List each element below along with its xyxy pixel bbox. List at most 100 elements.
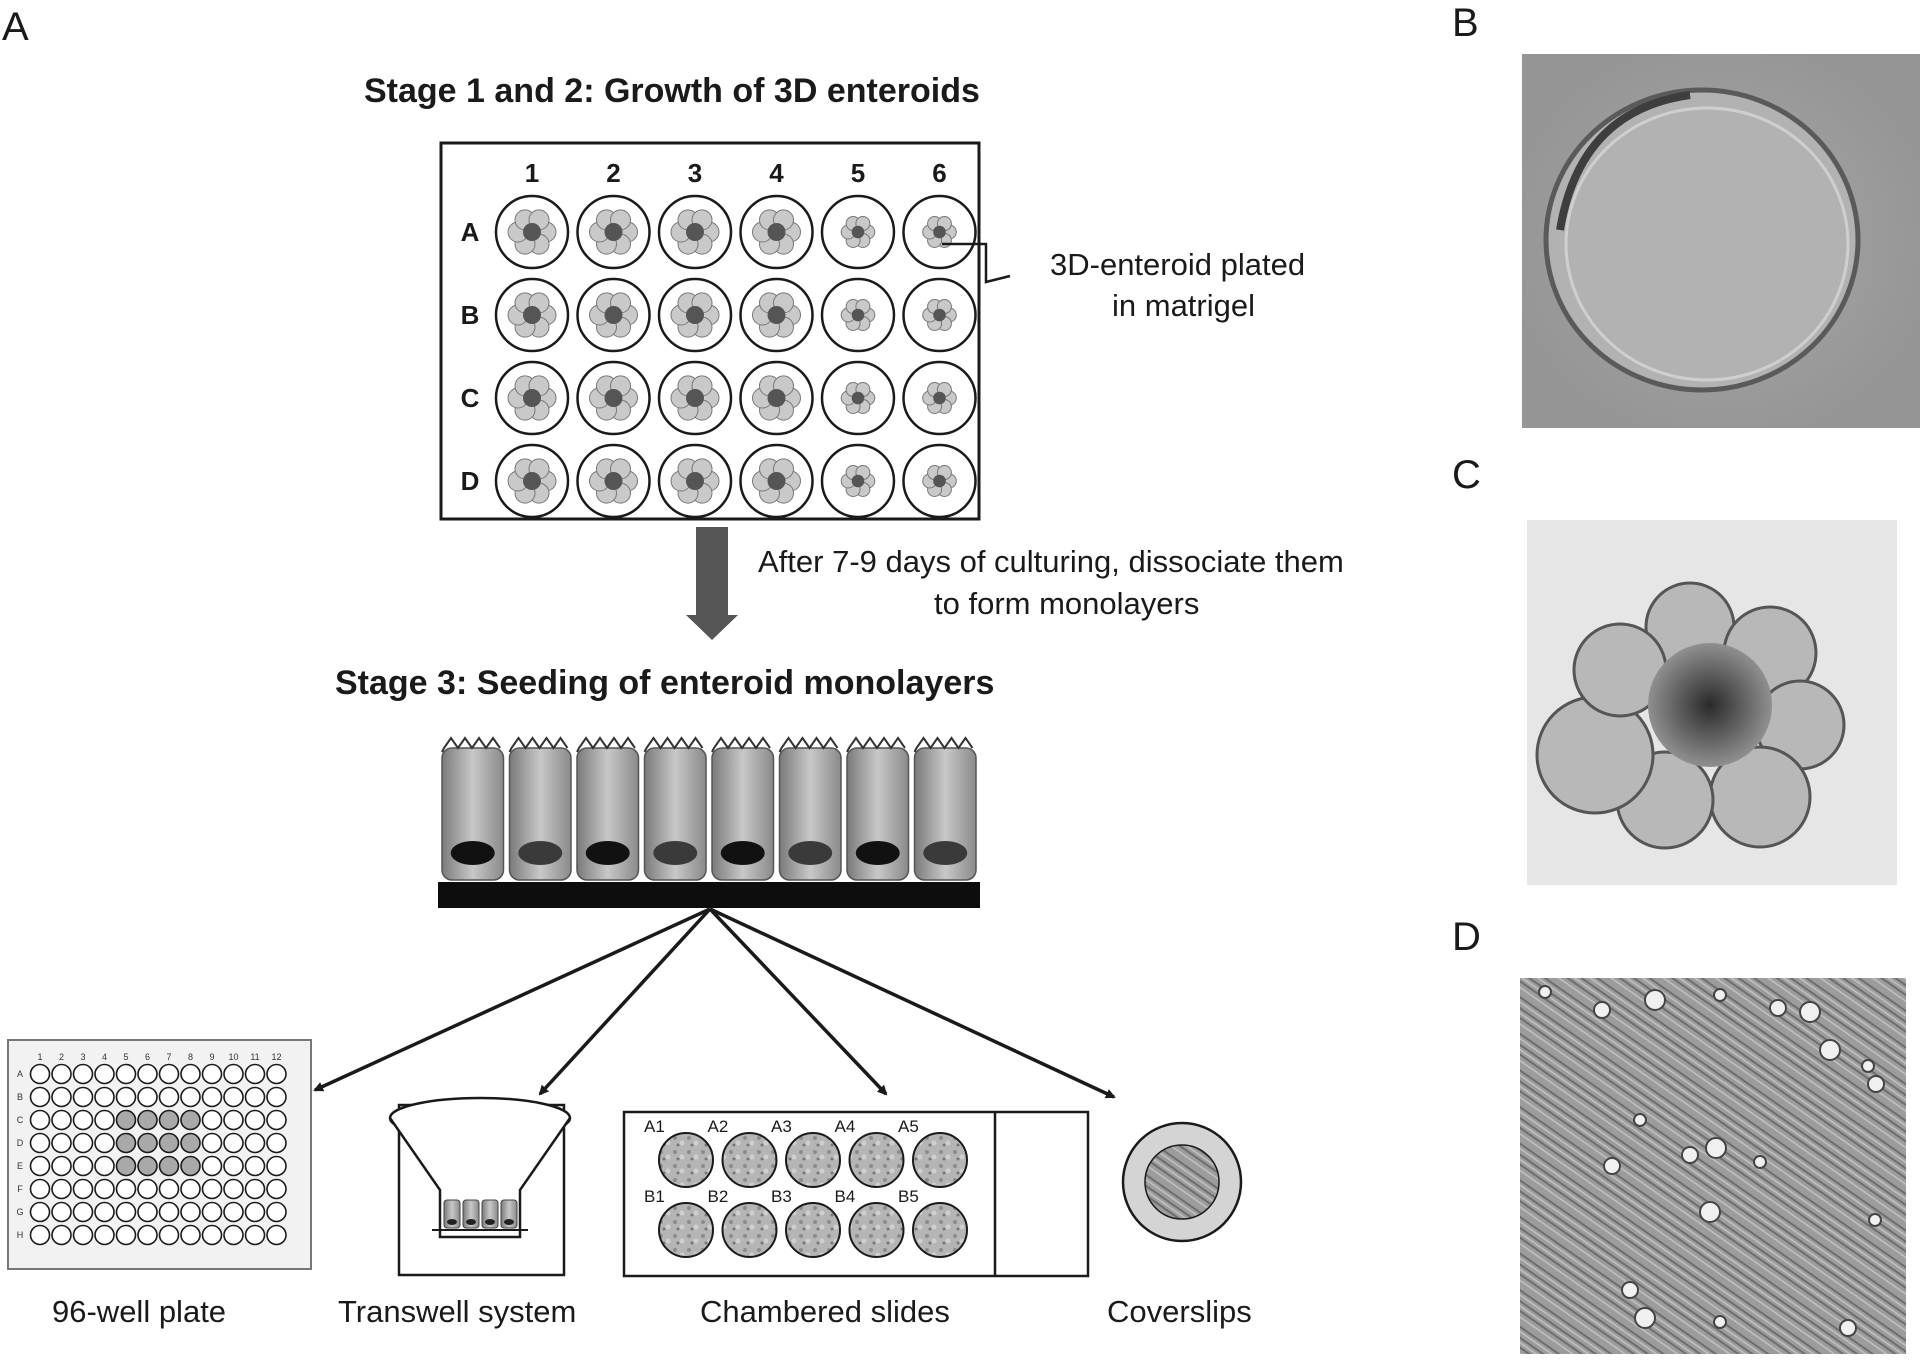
enteroid-blob-icon (840, 465, 876, 497)
plate96-col-label: 8 (188, 1052, 193, 1062)
plate96-col-label: 4 (102, 1052, 107, 1062)
chamber-well (785, 1202, 841, 1258)
plate-well (494, 360, 570, 436)
plate96-well (137, 1109, 158, 1131)
debris-particle (1769, 999, 1787, 1017)
plate-well (576, 443, 651, 519)
enteroid-blob-icon (752, 375, 801, 421)
plate96-well (137, 1132, 158, 1154)
chamber-well (785, 1132, 841, 1188)
micrograph-d-monolayer (1520, 978, 1906, 1354)
transwell-cells (443, 1199, 518, 1229)
plate-column-label: 1 (525, 158, 539, 188)
debris-particle (1819, 1039, 1841, 1061)
plate96-well (244, 1178, 266, 1200)
plate96-col-label: 9 (209, 1052, 214, 1062)
plate96-well (51, 1086, 72, 1108)
plate96-well (137, 1086, 158, 1108)
debris-particle (1713, 988, 1727, 1002)
coverslip (1121, 1121, 1243, 1243)
plate96-well (180, 1178, 201, 1200)
plate96-well (266, 1224, 287, 1246)
plate96-col-label: 11 (250, 1052, 259, 1062)
plate-well (657, 360, 733, 436)
plate96-well (244, 1086, 266, 1108)
plate96-row-label: C (17, 1115, 24, 1125)
plate96-well (244, 1201, 266, 1223)
enteroid-blob-icon (752, 209, 801, 255)
enteroid-blob-icon (670, 292, 720, 338)
arrow-to-chambered (708, 907, 888, 1096)
plate-well (657, 443, 733, 519)
plate-column-label: 3 (688, 158, 702, 188)
plate96-well (266, 1063, 287, 1085)
plate96-col-label: 12 (271, 1052, 281, 1062)
enteroid-lobes (1535, 581, 1846, 850)
plate96-well (72, 1132, 94, 1154)
plate-column-label: 6 (932, 158, 946, 188)
enteroid-blob-icon (670, 458, 720, 504)
chamber-well (721, 1132, 778, 1188)
columnar-cell (913, 736, 977, 881)
caption-chambered: Chambered slides (700, 1294, 950, 1329)
plate96-well (223, 1155, 244, 1177)
chamber-well (721, 1202, 778, 1258)
plate96-well (94, 1086, 115, 1108)
plate96-well (201, 1063, 223, 1085)
debris-particle (1603, 1157, 1621, 1175)
plate96-well (180, 1155, 201, 1177)
plate96-row-label: E (17, 1161, 23, 1171)
plate96-well (244, 1132, 266, 1154)
plate96-well (201, 1178, 223, 1200)
plate96-wells (29, 1063, 287, 1246)
plate-column-label: 2 (606, 158, 620, 188)
columnar-cell (778, 736, 842, 881)
plate96-well (94, 1224, 115, 1246)
enteroid-blob-icon (670, 209, 720, 255)
plate-row-label: B (461, 300, 480, 330)
plate96-well (180, 1109, 201, 1131)
plate-well (576, 360, 651, 436)
arrow-to-96-well (313, 907, 711, 1092)
plate96-col-label: 1 (37, 1052, 42, 1062)
transition-line2: to form monolayers (934, 586, 1199, 621)
enteroid-blob-icon (507, 209, 557, 255)
chamber-well (848, 1202, 905, 1258)
plate96-well (244, 1155, 266, 1177)
plate96-well (94, 1109, 115, 1131)
plate96-well (94, 1178, 115, 1200)
transwell-cell (481, 1199, 499, 1229)
plate96-well (94, 1201, 115, 1223)
plate96-well (29, 1155, 51, 1177)
plate-well (739, 194, 814, 270)
chamber-well-label: B1 (644, 1187, 665, 1206)
plate96-well (115, 1201, 137, 1223)
plate-wells (494, 194, 977, 519)
plate96-well (72, 1155, 94, 1177)
plate96-col-label: 2 (59, 1052, 64, 1062)
annotation-line1: 3D-enteroid plated (1050, 247, 1305, 282)
debris-particle (1593, 1001, 1611, 1019)
plate96-well (51, 1155, 72, 1177)
debris-particle (1839, 1319, 1857, 1337)
plate-well (902, 277, 977, 353)
plate96-well (201, 1086, 223, 1108)
panel-label-a: A (2, 5, 29, 49)
plate-well (820, 443, 896, 519)
enteroid-blob-icon (507, 292, 557, 338)
plate96-well (29, 1178, 51, 1200)
plate-well (820, 194, 896, 270)
process-arrow (686, 527, 738, 640)
plate96-well (158, 1132, 180, 1154)
plate96-well (201, 1155, 223, 1177)
plate-well (739, 360, 814, 436)
chamber-well (848, 1132, 905, 1188)
enteroid-blob-icon (752, 458, 801, 504)
plate96-well (72, 1109, 94, 1131)
plate96-well (180, 1132, 201, 1154)
chamber-well-label: A1 (644, 1117, 665, 1136)
stage12-title: Stage 1 and 2: Growth of 3D enteroids (364, 72, 980, 110)
plate96-row-label: B (17, 1092, 23, 1102)
